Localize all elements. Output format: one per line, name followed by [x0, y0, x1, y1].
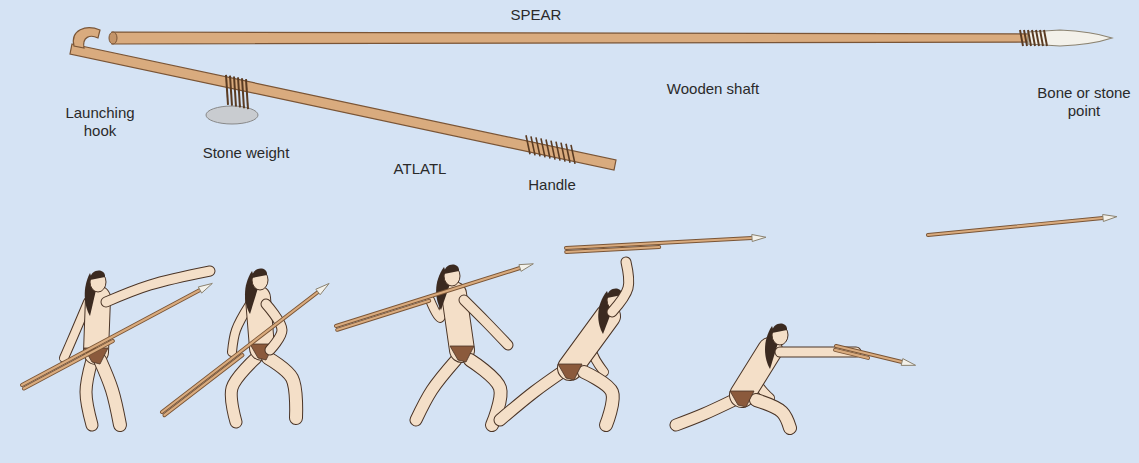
shaft-end — [109, 32, 117, 44]
part-label: Launching hook — [60, 104, 140, 140]
part-label: Handle — [528, 176, 576, 194]
spear-point — [1028, 30, 1112, 46]
hunter-figure — [500, 235, 766, 425]
part-label: Bone or stone point — [1036, 84, 1132, 120]
flying-spear — [928, 215, 1117, 235]
launching-hook — [73, 28, 100, 48]
hunter-figure — [336, 264, 533, 425]
hunter-figure — [162, 269, 329, 422]
atlatl-body — [70, 44, 616, 170]
part-label: Stone weight — [203, 144, 290, 162]
point-binding — [1020, 30, 1047, 46]
stone-lashing — [226, 75, 248, 109]
part-label: SPEAR — [511, 6, 562, 24]
handle-wrapping — [526, 135, 575, 164]
detail-drawing — [70, 28, 1112, 170]
part-label: ATLATL — [394, 160, 447, 178]
stone-weight — [206, 106, 258, 124]
spear-shaft — [112, 32, 1040, 44]
hunter-figure — [676, 324, 916, 428]
part-label: Wooden shaft — [667, 80, 759, 98]
